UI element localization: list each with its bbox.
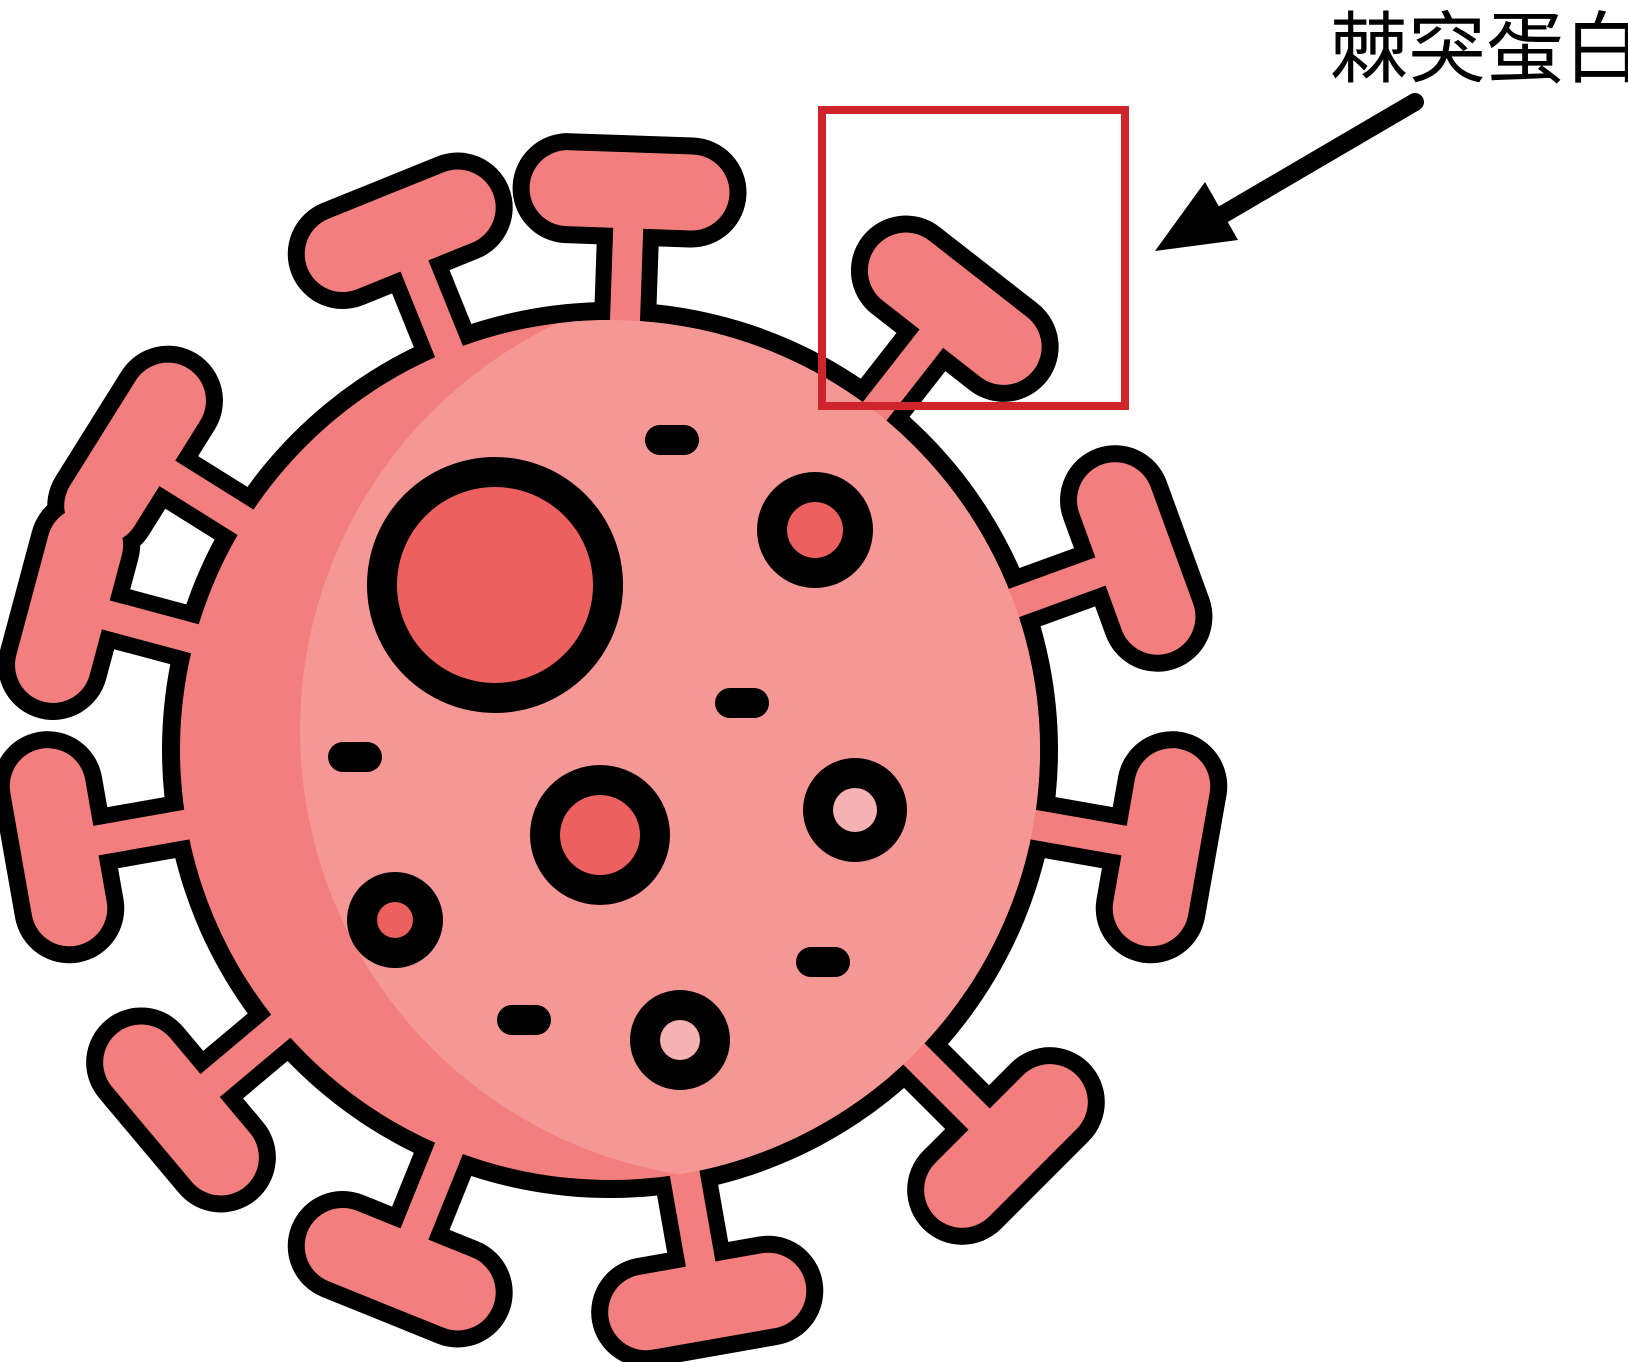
virus-body-highlight: [300, 280, 1200, 1180]
spike-tip: [1151, 786, 1173, 908]
virus-spot-inner: [660, 1020, 700, 1060]
virus-icon: [48, 188, 1200, 1312]
spike-tip: [53, 545, 85, 665]
spike-tip: [1115, 500, 1157, 617]
virus-spot-inner: [787, 502, 843, 558]
virus-spot-inner: [377, 902, 413, 938]
spike-tip: [343, 1246, 458, 1292]
spike-protein-label: 棘突蛋白: [1330, 0, 1628, 100]
spike-tip: [568, 188, 692, 192]
virus-spot-inner: [397, 487, 593, 683]
spike-tip: [343, 208, 458, 254]
virus-spot-inner: [833, 788, 877, 832]
spike-tip: [646, 1291, 768, 1313]
arrow-icon: [1155, 102, 1415, 251]
virus-spot-inner: [560, 795, 640, 875]
spike-tip: [48, 786, 70, 908]
